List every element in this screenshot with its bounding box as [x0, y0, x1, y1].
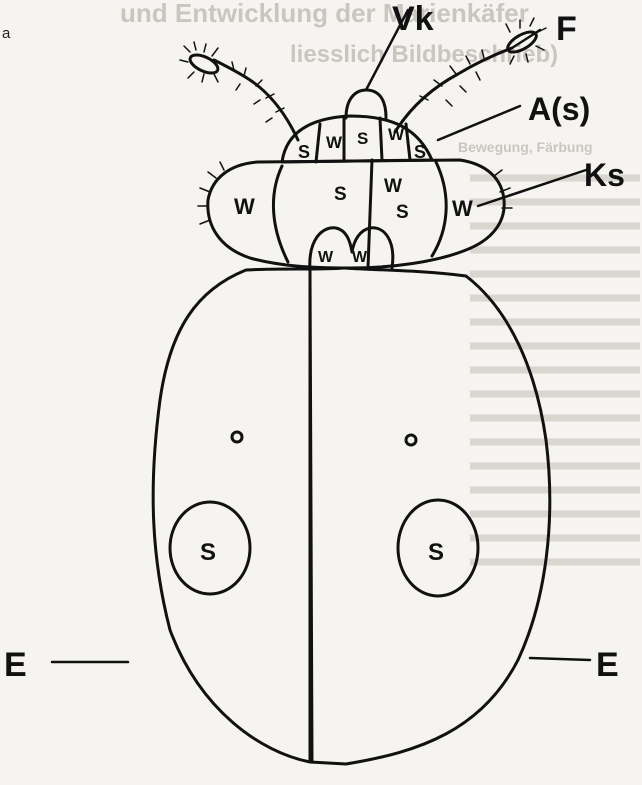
right-small-dot [406, 435, 416, 445]
pronotum-side-mark-left: W [234, 194, 255, 219]
background-text-lines [470, 178, 640, 562]
background-heading: Bewegung, Färbung [458, 139, 593, 155]
corner-letter: a [2, 25, 11, 42]
head-front [346, 90, 386, 118]
antenna-band-mark-3: S [357, 129, 368, 148]
background-page: a und Entwicklung der Marienkäfer liessl… [2, 0, 640, 562]
label-f: F [556, 10, 577, 48]
label-ks: Ks [584, 157, 625, 193]
left-spot-mark: S [200, 539, 216, 566]
pronotum-center-line [368, 160, 372, 268]
scutellum-mark-right: W [352, 249, 368, 266]
pronotum-side-mark-right: W [452, 196, 473, 221]
scutellum-mark-left: W [318, 249, 334, 266]
antenna-band-mark-5: S [414, 142, 426, 162]
pronotum-left-lobe [273, 166, 288, 262]
antenna-band-mark-2: W [326, 133, 343, 152]
label-vk: Vk [392, 0, 434, 38]
label-a-s: A(s) [528, 91, 590, 127]
elytral-suture [310, 272, 312, 762]
left-small-dot [232, 432, 242, 442]
antenna-band-mark-4: W [388, 125, 405, 144]
background-title-1: und Entwicklung der Marienkäfer [120, 0, 529, 28]
pronotum-mark-w-center: W [384, 176, 402, 197]
right-spot-mark: S [428, 539, 444, 566]
left-antenna [180, 42, 298, 140]
pronotum-mark-s-right: S [396, 202, 409, 223]
callout-labels: Vk F A(s) Ks E E [4, 0, 625, 684]
pronotum-right-lobe [432, 162, 446, 256]
pronotum-mark-s-left: S [334, 184, 347, 205]
label-e-right: E [596, 646, 619, 684]
antenna-band-mark-1: S [298, 142, 310, 162]
label-e-left: E [4, 646, 27, 684]
